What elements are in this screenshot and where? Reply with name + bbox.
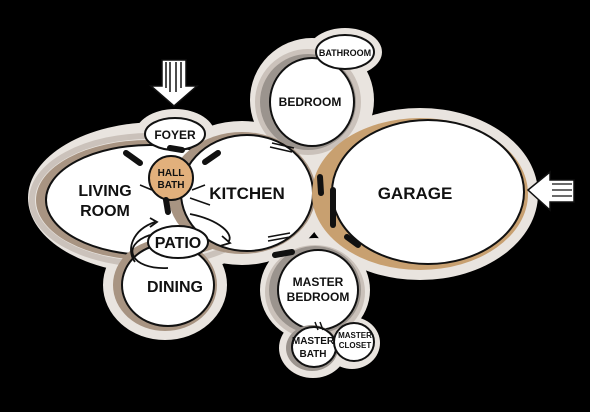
- circulation-arrows: [130, 213, 232, 269]
- garage-bubble: [312, 118, 528, 270]
- master-bedroom-bubble: [269, 246, 361, 334]
- master-bath-label-line2: BATH: [299, 349, 326, 360]
- connector-thin-lines: [139, 142, 324, 331]
- foyer-label: FOYER: [154, 128, 196, 142]
- bathroom-bubble: [315, 34, 375, 70]
- living-room-label-line2: ROOM: [80, 203, 130, 220]
- bathroom-label: BATHROOM: [319, 48, 371, 58]
- kitchen-label: KITCHEN: [209, 184, 285, 203]
- connectors: [123, 145, 361, 258]
- master-closet-label-line1: MASTER: [338, 331, 372, 340]
- hall-bath-bubble: [148, 155, 194, 201]
- hall-bath-label-line1: HALL: [158, 168, 185, 179]
- garage-entry-arrow-icon: [526, 170, 575, 212]
- patio-label: PATIO: [155, 235, 202, 252]
- master-bath-label-line1: MASTER: [292, 336, 335, 347]
- dining-label: DINING: [147, 279, 203, 296]
- garage-label: GARAGE: [378, 184, 453, 203]
- entry-arrow-icon: [148, 59, 200, 107]
- master-closet-bubble: [333, 322, 375, 362]
- living-room-label-line1: LIVING: [78, 183, 131, 200]
- master-bath-bubble: [286, 325, 338, 371]
- bedroom-bubble: [260, 54, 356, 150]
- master-bedroom-label-line2: BEDROOM: [287, 290, 350, 304]
- patio-bubble: [147, 225, 209, 259]
- bedroom-label: BEDROOM: [279, 95, 342, 109]
- master-closet-label-line2: CLOSET: [339, 341, 372, 350]
- hall-bath-label-line2: BATH: [157, 180, 184, 191]
- master-bedroom-label-line1: MASTER: [293, 275, 344, 289]
